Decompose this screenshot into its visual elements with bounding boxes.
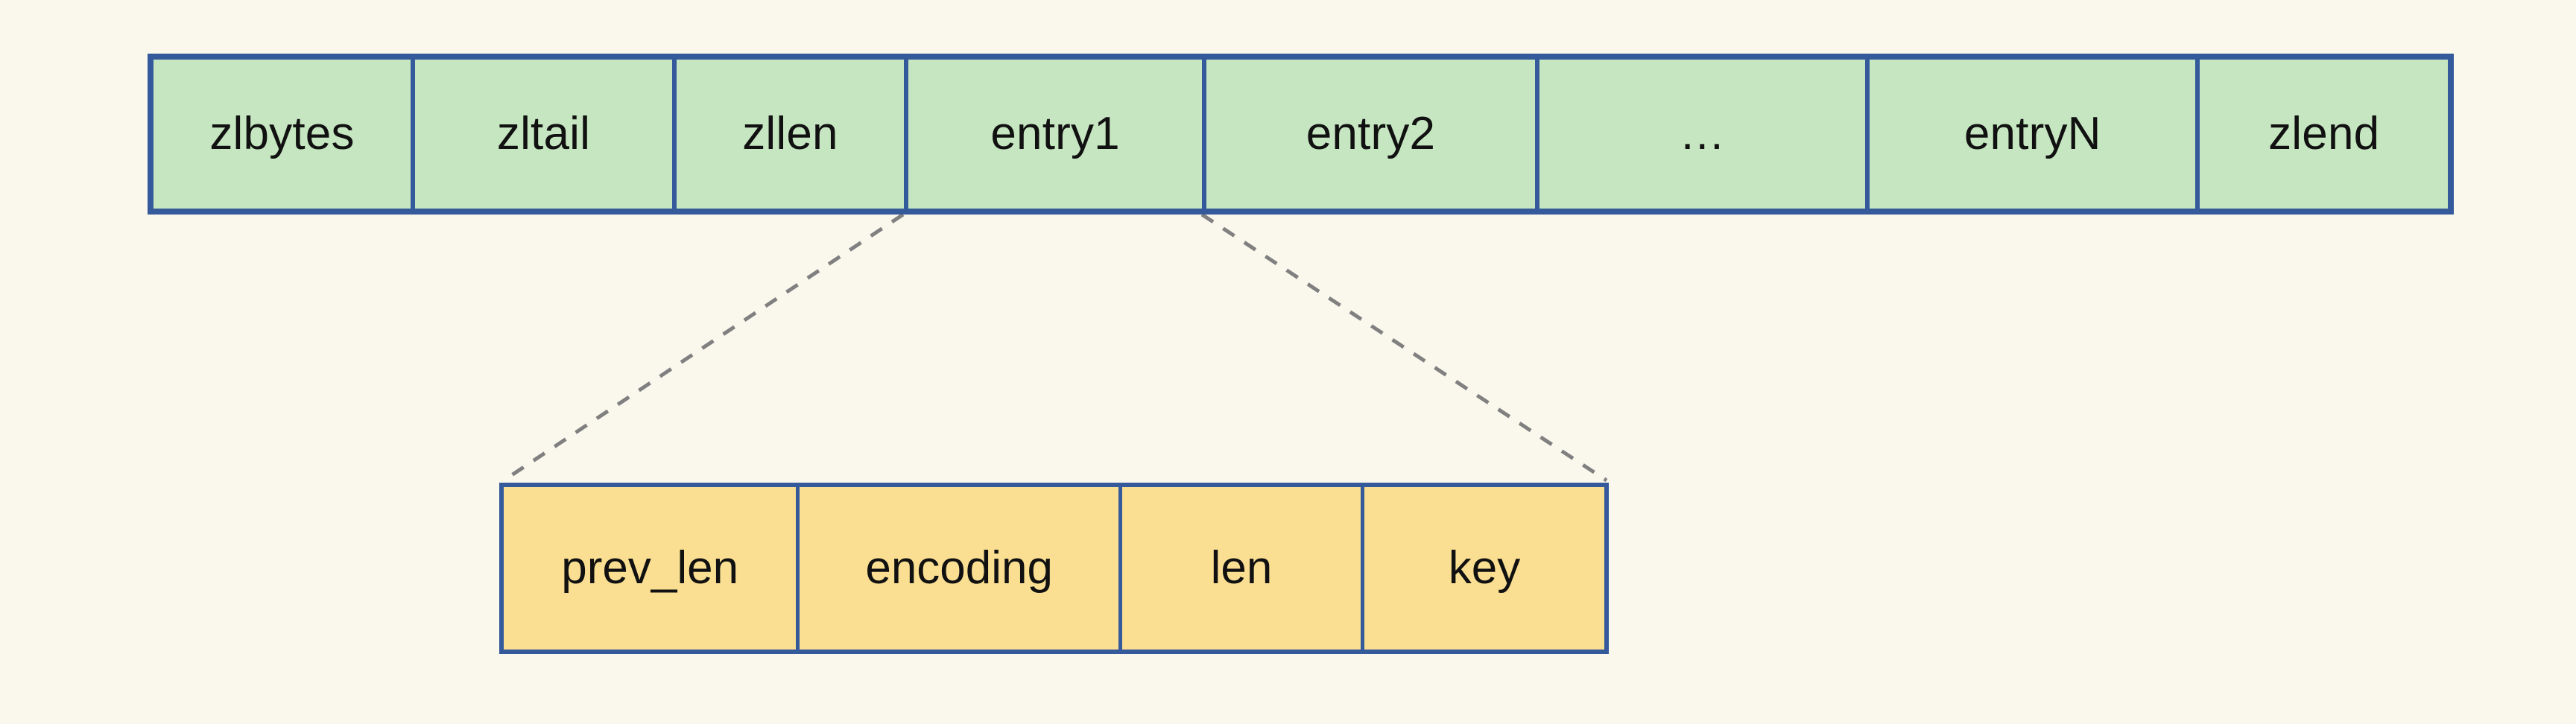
ziplist-cell-entryn[interactable]: entryN	[1870, 60, 2200, 209]
entry-cell-label: key	[1448, 542, 1521, 594]
entry-cell-len[interactable]: len	[1122, 487, 1364, 650]
ziplist-cell-label: …	[1679, 108, 1726, 159]
ziplist-cell-label: zllen	[742, 108, 838, 159]
ziplist-cell-entry2[interactable]: entry2	[1206, 60, 1539, 209]
entry-cell-encoding[interactable]: encoding	[800, 487, 1123, 650]
ziplist-cell-label: entry2	[1306, 108, 1436, 159]
entry-cell-label: len	[1210, 542, 1273, 594]
ziplist-cell-label: entryN	[1963, 108, 2101, 159]
ziplist-cell-zlend[interactable]: zlend	[2200, 60, 2448, 209]
ziplist-cell-zlbytes[interactable]: zlbytes	[154, 60, 415, 209]
entry-cell-key[interactable]: key	[1364, 487, 1604, 650]
connector-left-line	[502, 212, 905, 483]
ziplist-cell-zltail[interactable]: zltail	[415, 60, 677, 209]
entry-cell-prev-len[interactable]: prev_len	[504, 487, 800, 650]
ziplist-cell-entry1[interactable]: entry1	[908, 60, 1207, 209]
ziplist-cell-label: zlend	[2268, 108, 2380, 159]
entry-cell-label: prev_len	[561, 542, 739, 594]
connector-right-line	[1200, 212, 1608, 483]
entry-cell-label: encoding	[865, 542, 1054, 594]
ziplist-structure: zlbytes zltail zllen entry1 entry2 … ent…	[148, 54, 2454, 215]
ziplist-cell-label: zltail	[496, 108, 591, 159]
ziplist-cell-label: entry1	[990, 108, 1120, 159]
ziplist-cell-label: zlbytes	[209, 108, 355, 159]
ziplist-cell-zllen[interactable]: zllen	[677, 60, 908, 209]
entry1-detail-structure: prev_len encoding len key	[499, 483, 1609, 654]
ziplist-cell-ellipsis[interactable]: …	[1539, 60, 1870, 209]
